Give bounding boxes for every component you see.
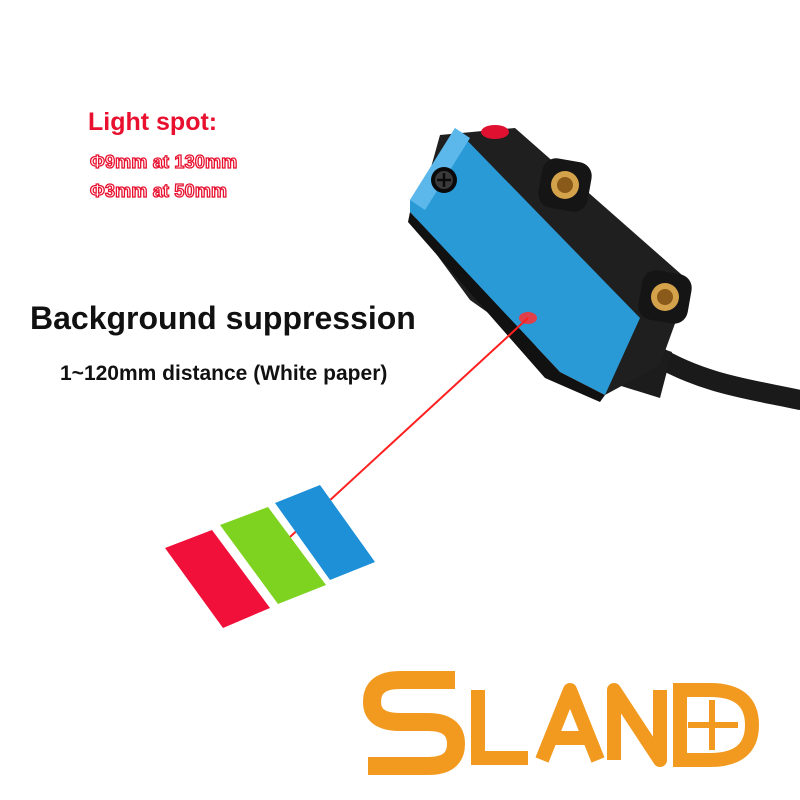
logo-letter-n: [607, 683, 667, 767]
logo-letter-s: [362, 671, 466, 775]
light-spot-title: Light spot:: [88, 108, 218, 136]
sensor-lens-side: [408, 212, 605, 402]
target-strip-red: [165, 530, 270, 628]
target-strip-blue: [275, 485, 375, 580]
headline: Background suppression: [30, 300, 416, 336]
logo-letter-l: [471, 690, 528, 765]
screw-icon: [431, 167, 457, 193]
mount-hole-icon: [538, 158, 692, 324]
target-strip-green: [220, 507, 326, 604]
crosshair-icon: [673, 683, 760, 767]
logo-letter-a: [535, 683, 605, 763]
distance-spec: 1~120mm distance (White paper): [60, 362, 388, 385]
sensor-front-face: [410, 128, 640, 395]
light-spot-spec-2: Φ3mm at 50mm: [89, 180, 228, 201]
indicator-led-icon: [481, 125, 509, 139]
light-spot-spec-1: Φ9mm at 130mm: [89, 151, 238, 172]
sensor-cable: [645, 345, 800, 410]
